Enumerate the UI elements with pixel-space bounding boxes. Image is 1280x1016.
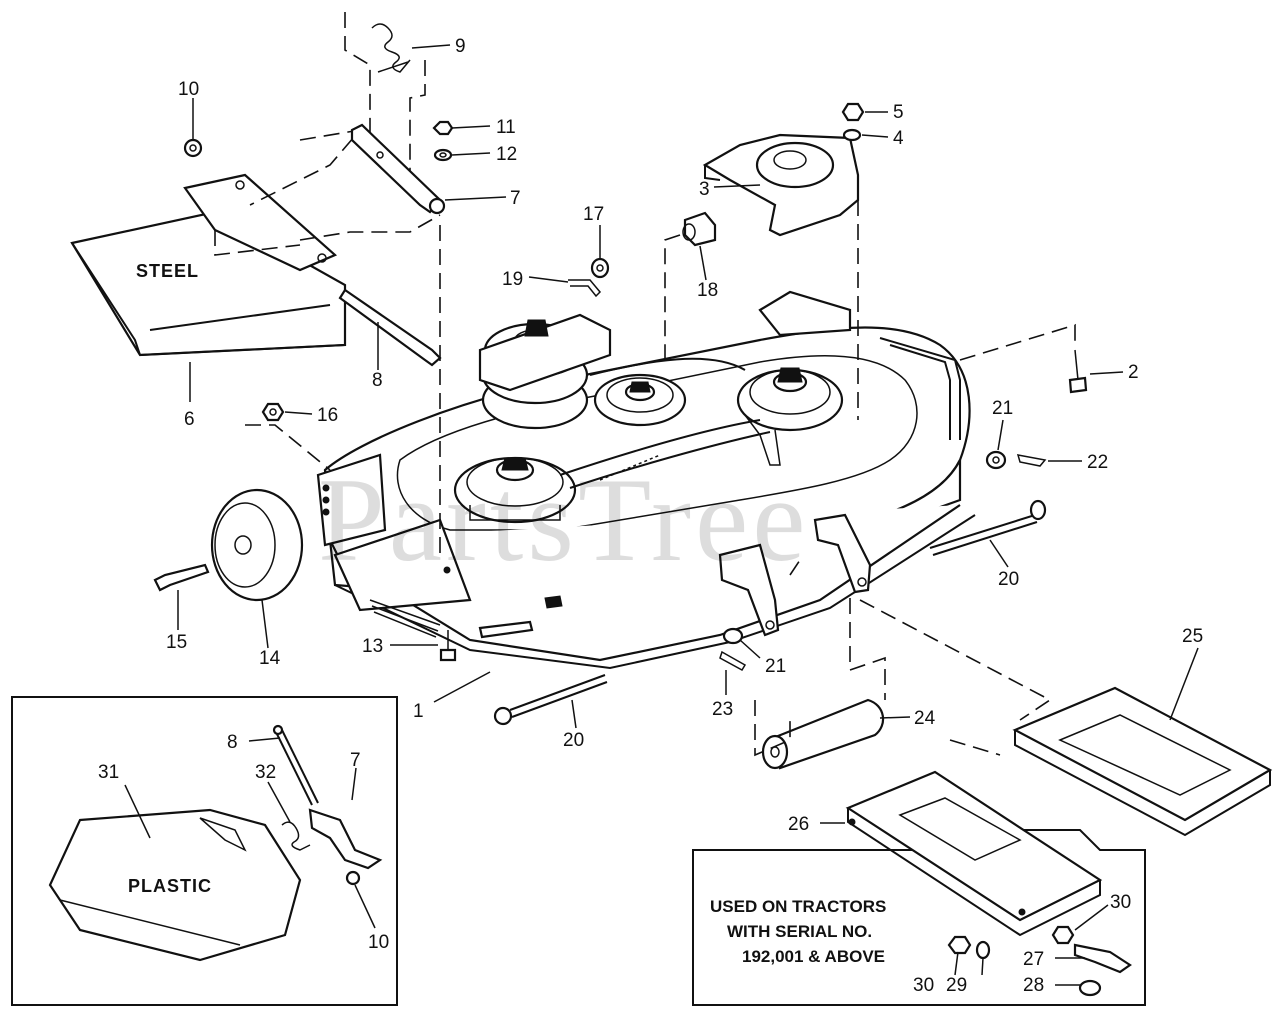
assembly-guide-lines [245, 200, 1076, 757]
hairpin-22 [1016, 454, 1047, 467]
wheel-bolt [153, 563, 210, 592]
washer-4 [842, 128, 862, 142]
hanger-rod-20-upper [929, 499, 1047, 556]
drive-belt [559, 357, 771, 489]
left-spindle-pulley [453, 456, 577, 524]
chute-spring [344, 12, 426, 175]
washer-21-upper [985, 450, 1007, 470]
callout-28: 28 [1023, 975, 1044, 996]
bolt-2 [1068, 349, 1088, 394]
callout-9: 9 [455, 36, 466, 57]
callout-22: 22 [1087, 452, 1108, 473]
callout-2: 2 [1128, 362, 1139, 383]
callout-27: 27 [1023, 949, 1044, 970]
callout-14: 14 [259, 648, 281, 669]
note-line-3: 192,001 & ABOVE [742, 947, 885, 966]
callout-15: 15 [166, 632, 187, 653]
callout-18: 18 [697, 280, 718, 301]
plastic-chute-inset: PLASTIC [11, 696, 398, 1006]
callout-12: 12 [496, 144, 517, 165]
callout-29: 29 [946, 975, 967, 996]
callout-32: 32 [255, 762, 276, 783]
callout-24: 24 [914, 708, 936, 729]
callout-19: 19 [502, 269, 523, 290]
right-spindle-pulley [736, 367, 844, 466]
callout-10-inset: 10 [368, 932, 389, 953]
callout-17: 17 [583, 204, 604, 225]
watermark: PartsTree [318, 453, 810, 586]
center-spindle-pulley [593, 373, 687, 427]
callout-31: 31 [98, 762, 119, 783]
hex-nut-11 [432, 120, 454, 136]
chute-hinge-bracket [183, 128, 442, 367]
belt-cover [702, 133, 860, 237]
washer-17 [590, 257, 610, 279]
callout-8: 8 [372, 370, 383, 391]
callout-11: 11 [496, 117, 516, 138]
hex-nut-16 [261, 402, 285, 422]
anti-scalp-roller [761, 698, 885, 770]
callout-16: 16 [317, 405, 338, 426]
callout-20: 20 [998, 569, 1019, 590]
callout-10: 10 [178, 79, 199, 100]
callout-26: 26 [788, 814, 809, 835]
callout-7: 7 [510, 188, 521, 209]
gauge-wheel [210, 488, 304, 602]
callout-30: 30 [1110, 892, 1131, 913]
callout-5: 5 [893, 102, 904, 123]
callout-numbers: 10 9 11 12 7 5 4 3 2 6 8 17 19 18 16 21 … [98, 36, 1203, 996]
callout-6: 6 [184, 409, 195, 430]
idler-bushing-18 [664, 211, 717, 415]
callout-4: 4 [893, 128, 904, 149]
idler-pulley-assembly [478, 313, 612, 430]
bolt-13 [439, 630, 457, 662]
callout-1: 1 [413, 701, 424, 722]
rear-hanger-bracket [718, 513, 872, 637]
callout-7-inset: 7 [350, 750, 361, 771]
callout-13: 13 [362, 636, 383, 657]
washer-12 [433, 148, 453, 162]
serial-note-inset: USED ON TRACTORS WITH SERIAL NO. 192,001… [692, 770, 1146, 1006]
callout-8-inset: 8 [227, 732, 238, 753]
clip-19 [568, 279, 602, 298]
callout-3: 3 [699, 179, 710, 200]
note-line-2: WITH SERIAL NO. [727, 922, 872, 941]
callout-23: 23 [712, 699, 733, 720]
chute-pivot-plate [350, 123, 446, 215]
callout-21-lower: 21 [765, 656, 786, 677]
front-hitch-bracket [1012, 686, 1273, 837]
callout-30-lower: 30 [913, 975, 934, 996]
callout-leaders [124, 44, 1199, 986]
plastic-label: PLASTIC [128, 876, 212, 896]
hex-nut-5 [841, 102, 865, 122]
hairpin-23 [719, 650, 747, 672]
steel-label: STEEL [136, 261, 199, 281]
note-line-1: USED ON TRACTORS [710, 897, 886, 916]
callout-25: 25 [1182, 626, 1203, 647]
callout-20-lower: 20 [563, 730, 584, 751]
hex-nut-10 [183, 138, 203, 158]
callout-21: 21 [992, 398, 1013, 419]
washer-21-lower [722, 627, 744, 645]
hanger-rod-20-lower [493, 674, 608, 726]
